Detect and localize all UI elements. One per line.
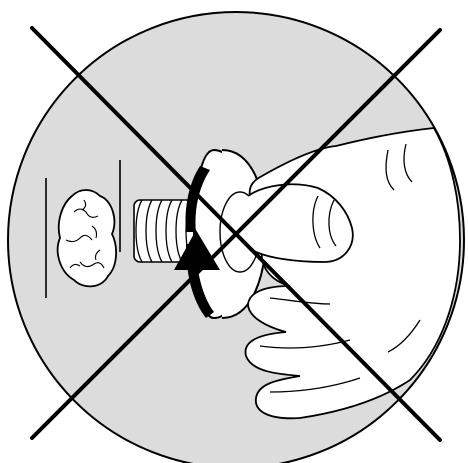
earwax-icon [58,190,116,286]
